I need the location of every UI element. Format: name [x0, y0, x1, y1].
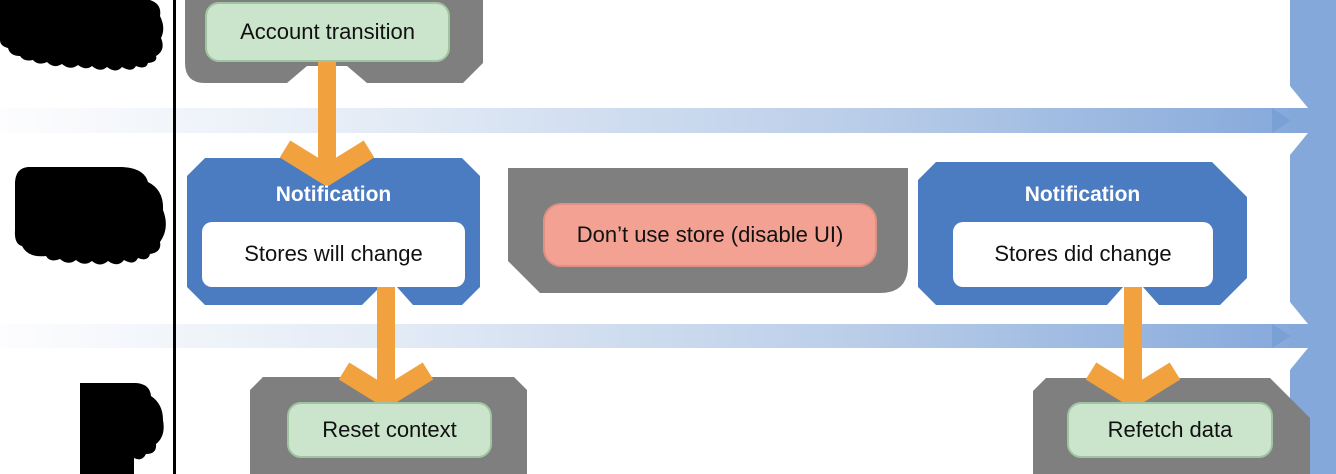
- node-stores-will-change: Stores will change: [202, 222, 465, 287]
- band-junction-chevron: [1272, 324, 1291, 348]
- bar-chamfer: [1290, 133, 1308, 155]
- node-refetch-data-label: Refetch data: [1107, 416, 1233, 442]
- lane-separator-line: [173, 0, 176, 474]
- notification-left-title: Notification: [187, 180, 480, 210]
- redacted-label-1: [0, 0, 164, 71]
- notification-right-title: Notification: [918, 180, 1247, 210]
- bar-chamfer: [1290, 302, 1308, 324]
- node-stores-did-change: Stores did change: [953, 222, 1213, 287]
- timeline-right-bar: [1290, 0, 1336, 474]
- arrow-2-head: [338, 362, 434, 409]
- node-reset-context-label: Reset context: [322, 416, 457, 442]
- arrow-3-stem: [1124, 287, 1142, 387]
- bar-chamfer: [1290, 348, 1308, 370]
- arrow-1-stem: [318, 62, 336, 165]
- redacted-label-3: [80, 383, 164, 474]
- node-refetch-data: Refetch data: [1067, 402, 1273, 458]
- bar-chamfer: [1290, 86, 1308, 108]
- arrow-1-head: [279, 140, 375, 187]
- node-dont-use-store: Don’t use store (disable UI): [543, 203, 877, 267]
- node-account-transition-label: Account transition: [240, 18, 415, 44]
- notification-left-title-text: Notification: [275, 183, 392, 206]
- node-dont-use-store-label: Don’t use store (disable UI): [576, 221, 844, 247]
- node-reset-context: Reset context: [287, 402, 492, 458]
- arrow-3-head: [1085, 362, 1181, 409]
- node-account-transition: Account transition: [205, 2, 450, 62]
- notification-right-title-text: Notification: [1024, 183, 1141, 206]
- timeline-band-2: [0, 324, 1292, 348]
- node-stores-did-change-label: Stores did change: [994, 241, 1172, 267]
- arrow-2-stem: [377, 287, 395, 387]
- timeline-band-1: [0, 108, 1292, 133]
- redacted-label-2: [14, 167, 166, 265]
- node-stores-will-change-label: Stores will change: [244, 241, 423, 267]
- band-junction-chevron: [1272, 108, 1291, 133]
